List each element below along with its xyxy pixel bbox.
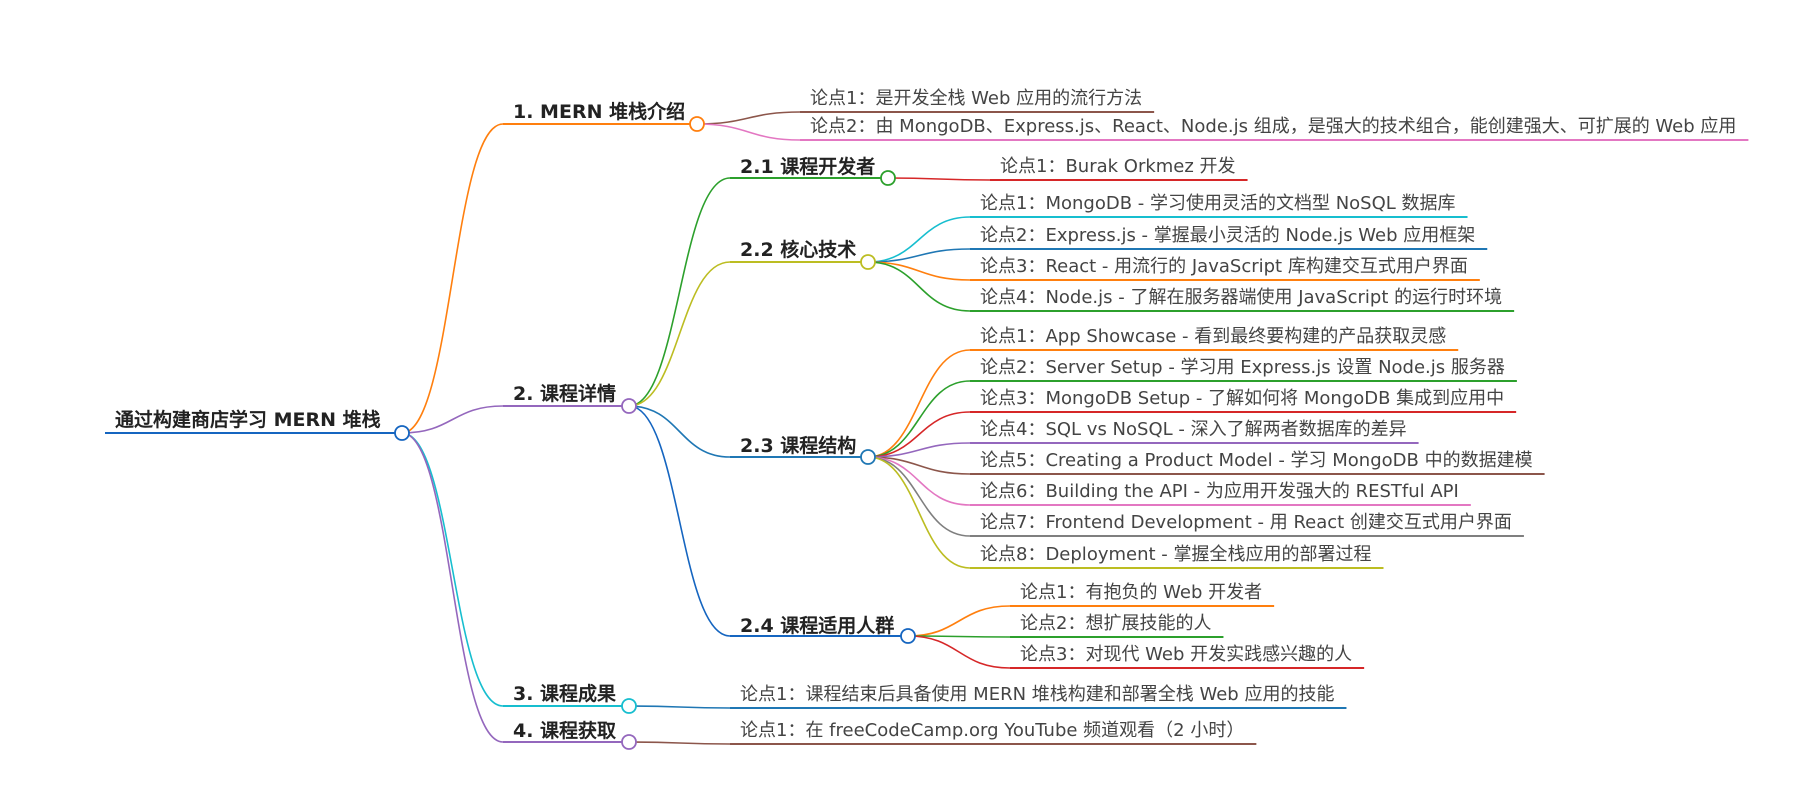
subtopic-2-3-leaf-6-connector xyxy=(867,456,971,506)
branch-2-connector xyxy=(401,405,504,434)
branch-1-node[interactable] xyxy=(689,116,705,132)
subtopic-2-1-node[interactable] xyxy=(880,170,896,186)
subtopic-2-2-node[interactable] xyxy=(860,254,876,270)
subtopic-2-4-leaf-3: 论点3：对现代 Web 开发实践感兴趣的人 xyxy=(1020,644,1352,665)
subtopic-2-3-leaf-2-connector xyxy=(867,380,971,458)
branch-4-connector xyxy=(401,432,504,743)
subtopic-2-4-leaf-3-connector xyxy=(907,635,1011,669)
subtopic-2-1-connector xyxy=(628,177,731,407)
subtopic-2-2-leaf-2: 论点2：Express.js - 掌握最小灵活的 Node.js Web 应用框… xyxy=(980,225,1475,246)
subtopic-2-3-leaf-5-connector xyxy=(867,456,971,475)
branch-4-node[interactable] xyxy=(621,734,637,750)
branch-1-leaf-1-connector xyxy=(696,111,801,125)
subtopic-2-2-leaf-1-connector xyxy=(867,216,971,263)
branch-3-connector xyxy=(401,432,504,707)
subtopic-2-3-leaf-3-connector xyxy=(867,411,971,458)
branch-1-title: 1. MERN 堆栈介绍 xyxy=(513,100,685,123)
subtopic-2-3-title: 2.3 课程结构 xyxy=(740,434,856,457)
subtopic-2-4-leaf-2-connector xyxy=(907,635,1011,638)
subtopic-2-1-leaf-1: 论点1：Burak Orkmez 开发 xyxy=(1000,156,1236,177)
branch-4-title: 4. 课程获取 xyxy=(513,719,616,742)
branch-3-leaf-1: 论点1：课程结束后具备使用 MERN 堆栈构建和部署全栈 Web 应用的技能 xyxy=(740,684,1334,705)
subtopic-2-2-leaf-2-connector xyxy=(867,248,971,263)
subtopic-2-3-connector xyxy=(628,405,731,458)
branch-1-leaf-2-connector xyxy=(696,123,801,141)
branch-2-node[interactable] xyxy=(621,398,637,414)
subtopic-2-3-leaf-1: 论点1：App Showcase - 看到最终要构建的产品获取灵感 xyxy=(980,326,1446,347)
subtopic-2-2-leaf-3-connector xyxy=(867,261,971,281)
subtopic-2-3-leaf-1-connector xyxy=(867,349,971,458)
subtopic-2-3-leaf-4-connector xyxy=(867,442,971,458)
subtopic-2-2-leaf-1: 论点1：MongoDB - 学习使用灵活的文档型 NoSQL 数据库 xyxy=(980,193,1456,214)
root-node[interactable] xyxy=(394,425,410,441)
mindmap-labels: 通过构建商店学习 MERN 堆栈 1. MERN 堆栈介绍 论点1：是开发全栈 We… xyxy=(115,88,1736,742)
branch-4-leaf-1-connector xyxy=(628,741,731,745)
branch-1-connector xyxy=(401,123,504,434)
subtopic-2-4-leaf-1-connector xyxy=(907,605,1011,637)
branch-1-leaf-1: 论点1：是开发全栈 Web 应用的流行方法 xyxy=(810,88,1142,109)
mindmap-nodes xyxy=(394,116,916,750)
branch-3-leaf-1-connector xyxy=(628,705,731,709)
root-topic: 通过构建商店学习 MERN 堆栈 xyxy=(115,408,381,431)
subtopic-2-3-leaf-5: 论点5：Creating a Product Model - 学习 MongoD… xyxy=(980,450,1533,471)
mindmap-edges xyxy=(105,111,1749,745)
branch-3-node[interactable] xyxy=(621,698,637,714)
subtopic-2-4-title: 2.4 课程适用人群 xyxy=(740,614,894,637)
subtopic-2-2-title: 2.2 核心技术 xyxy=(740,238,856,261)
subtopic-2-3-node[interactable] xyxy=(860,449,876,465)
subtopic-2-4-leaf-1: 论点1：有抱负的 Web 开发者 xyxy=(1020,582,1262,603)
subtopic-2-3-leaf-3: 论点3：MongoDB Setup - 了解如何将 MongoDB 集成到应用中 xyxy=(980,388,1504,409)
subtopic-2-2-leaf-3: 论点3：React - 用流行的 JavaScript 库构建交互式用户界面 xyxy=(980,256,1468,277)
branch-4-leaf-1: 论点1：在 freeCodeCamp.org YouTube 频道观看（2 小时… xyxy=(740,720,1244,741)
subtopic-2-3-leaf-2: 论点2：Server Setup - 学习用 Express.js 设置 Nod… xyxy=(980,357,1505,378)
subtopic-2-3-leaf-8-connector xyxy=(867,456,971,569)
subtopic-2-2-connector xyxy=(628,261,731,407)
subtopic-2-3-leaf-7: 论点7：Frontend Development - 用 React 创建交互式… xyxy=(980,512,1512,533)
subtopic-2-4-node[interactable] xyxy=(900,628,916,644)
subtopic-2-2-leaf-4: 论点4：Node.js - 了解在服务器端使用 JavaScript 的运行时环… xyxy=(980,287,1502,308)
subtopic-2-4-connector xyxy=(628,405,731,637)
branch-2-title: 2. 课程详情 xyxy=(513,382,616,405)
branch-3-title: 3. 课程成果 xyxy=(513,682,616,705)
subtopic-2-3-leaf-8: 论点8：Deployment - 掌握全栈应用的部署过程 xyxy=(980,544,1372,565)
subtopic-2-1-leaf-1-connector xyxy=(887,177,991,181)
branch-1-leaf-2: 论点2：由 MongoDB、Express.js、React、Node.js 组… xyxy=(810,116,1736,137)
subtopic-2-2-leaf-4-connector xyxy=(867,261,971,312)
subtopic-2-1-title: 2.1 课程开发者 xyxy=(740,155,875,178)
subtopic-2-4-leaf-2: 论点2：想扩展技能的人 xyxy=(1020,613,1211,634)
subtopic-2-3-leaf-6: 论点6：Building the API - 为应用开发强大的 RESTful … xyxy=(980,481,1459,502)
subtopic-2-3-leaf-7-connector xyxy=(867,456,971,537)
subtopic-2-3-leaf-4: 论点4：SQL vs NoSQL - 深入了解两者数据库的差异 xyxy=(980,419,1407,440)
